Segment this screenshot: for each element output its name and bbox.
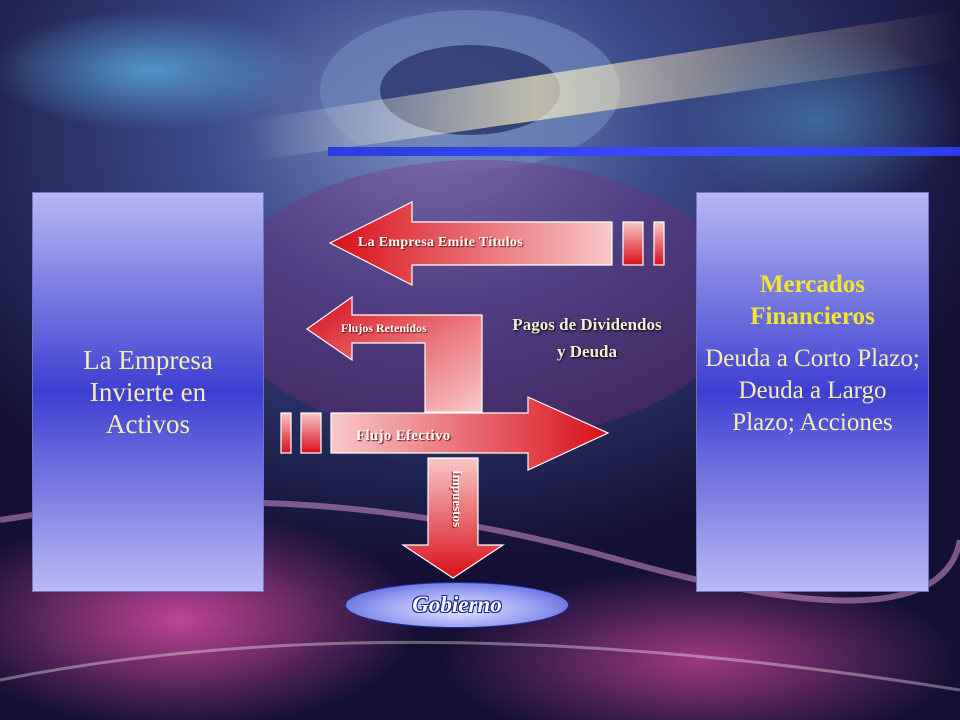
gobierno-label: Gobierno — [412, 592, 502, 617]
box-empresa: La Empresa Invierte en Activos — [32, 192, 264, 592]
label-flujos-retenidos: Flujos Retenidos — [341, 321, 427, 335]
label-flujo-efectivo: Flujo Efectivo — [356, 428, 451, 444]
arrow-impuestos — [401, 457, 505, 579]
box-mercados: Mercados Financieros Deuda a Corto Plazo… — [696, 192, 929, 592]
arrow-flujo-efectivo — [280, 396, 610, 471]
box-mercados-text: Deuda a Corto Plazo; Deuda a Largo Plazo… — [705, 345, 920, 436]
gobierno-ellipse: Gobierno — [345, 582, 569, 628]
label-pagos-dividendos: Pagos de Dividendos y Deuda — [512, 315, 662, 361]
arrow-emite-titulos — [328, 201, 665, 286]
label-emite-titulos: La Empresa Emite Títulos — [358, 235, 523, 250]
box-empresa-text: La Empresa Invierte en Activos — [83, 345, 213, 439]
accent-bar — [328, 147, 960, 156]
label-impuestos: Impuestos — [450, 470, 465, 528]
box-mercados-title: Mercados Financieros — [750, 271, 875, 330]
arrow-flujos-retenidos — [305, 295, 483, 413]
